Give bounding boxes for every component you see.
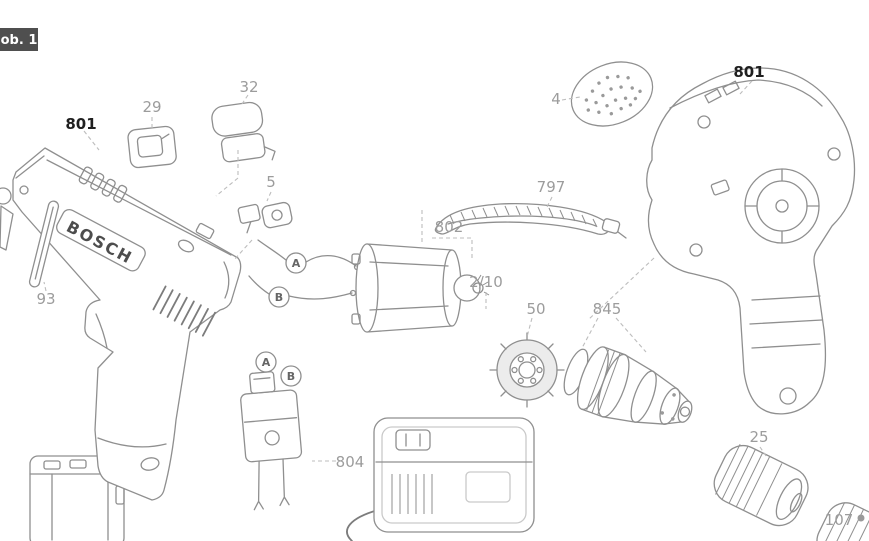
gearbox-part (563, 346, 693, 425)
motor-part (351, 243, 490, 333)
drill-right-housing (646, 67, 856, 415)
blade-part (0, 205, 14, 251)
callout-29: 29 (142, 98, 161, 116)
figure-label-box (0, 28, 38, 51)
clutch-ring-part (489, 332, 565, 408)
callout-804: 804 (336, 453, 365, 471)
battery-charger (346, 417, 535, 541)
callout-797: 797 (537, 178, 566, 196)
callout-4: 4 (551, 90, 561, 108)
callout-b-switch: B (280, 365, 302, 387)
switch-part (240, 371, 303, 511)
index-dot (857, 514, 865, 522)
callout-25: 25 (749, 428, 768, 446)
svg-text:A: A (292, 257, 301, 270)
callout-845: 845 (593, 300, 622, 318)
svg-text:A: A (262, 356, 271, 369)
chuck-part (713, 443, 809, 527)
pad-part (570, 61, 654, 127)
rod-part (28, 200, 60, 288)
clip-part (211, 101, 276, 163)
vent-slots (78, 166, 128, 203)
callout-2-10: 2/10 (469, 273, 503, 291)
callout-50: 50 (526, 300, 545, 318)
callout-32: 32 (239, 78, 258, 96)
cap-part (816, 502, 869, 541)
drill-left-housing: BOSCH (0, 147, 242, 501)
figure-label: ob. 1 (0, 28, 38, 51)
svg-text:B: B (275, 291, 283, 304)
svg-text:B: B (287, 370, 295, 383)
spindle-tip (0, 187, 12, 205)
callout-93: 93 (36, 290, 55, 308)
leader-lines (43, 80, 767, 462)
wrist-strap (434, 203, 627, 239)
callout-801-left: 801 (65, 115, 96, 133)
callout-802: 802 (435, 218, 464, 236)
callout-5: 5 (266, 173, 276, 191)
torque-collar-ribs (152, 285, 216, 337)
callout-107: 107 (825, 511, 854, 529)
slide-plate-part (127, 125, 177, 169)
battery-pack (29, 455, 125, 541)
callout-a-switch: A (255, 351, 277, 373)
callout-b-wire: B (268, 286, 290, 308)
part-number-labels: 801 29 32 5 93 4 801 797 802 2/10 50 845… (36, 63, 853, 529)
trigger-detail (95, 313, 108, 349)
bracket-part (237, 201, 293, 234)
callout-a-wire: A (285, 252, 307, 274)
callout-801-right: 801 (733, 63, 764, 81)
figure-label-text: ob. 1 (1, 33, 38, 48)
